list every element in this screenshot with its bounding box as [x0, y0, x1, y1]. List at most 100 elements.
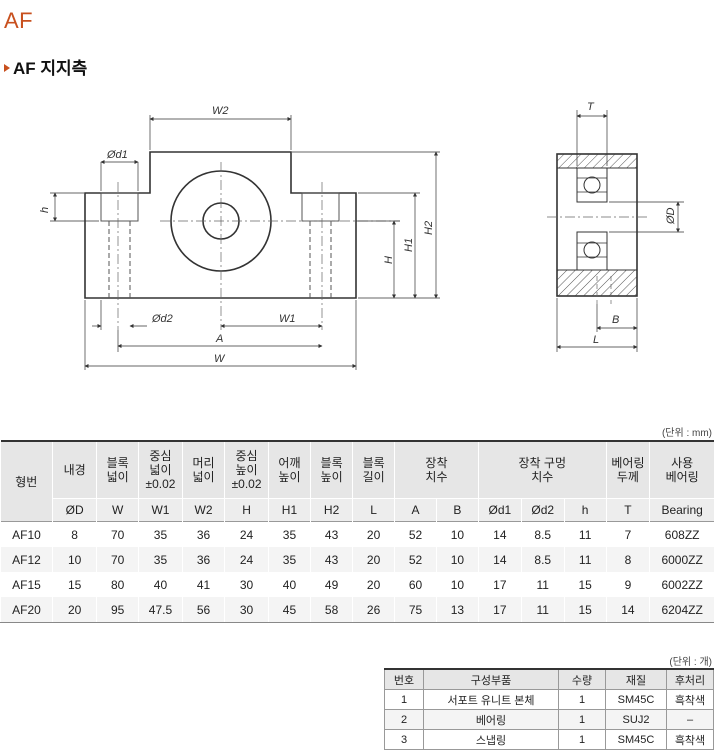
table-cell: 8.5: [520, 547, 565, 572]
table-cell: 15: [52, 572, 97, 597]
table-cell: 14: [605, 597, 650, 623]
hatch-top: [556, 153, 638, 169]
table-cell: SM45C: [605, 729, 667, 750]
table-cell: 10: [435, 547, 479, 572]
table-cell: 6000ZZ: [649, 547, 714, 572]
table-cell: 10: [435, 521, 479, 547]
bullet-triangle-icon: [4, 64, 10, 72]
label-H: H: [383, 256, 395, 264]
table-cell: 20: [352, 521, 395, 547]
block-outline: [84, 151, 357, 299]
model-cell: AF20: [0, 597, 53, 623]
table-cell: 6002ZZ: [649, 572, 714, 597]
section-title-text: AF 지지측: [13, 59, 88, 78]
table-cell: 베어링: [423, 709, 559, 730]
table-cell: 1: [558, 729, 606, 750]
side-dimensions: [556, 110, 684, 352]
section-title: AF 지지측: [4, 54, 87, 79]
table-cell: 95: [96, 597, 139, 623]
side-view: [547, 153, 647, 304]
header-model: 형번: [0, 440, 53, 522]
parts-header: 수량: [558, 668, 606, 690]
table-cell: 13: [435, 597, 479, 623]
table-cell: 35: [267, 547, 311, 572]
label-W: W: [214, 353, 226, 365]
table-cell: SUJ2: [605, 709, 667, 730]
sub-header: h: [563, 498, 607, 522]
table-cell: 49: [310, 572, 353, 597]
table-cell: 7: [605, 521, 650, 547]
ball-top: [583, 176, 601, 194]
sub-header: B: [435, 498, 479, 522]
table-cell: 43: [310, 547, 353, 572]
table-cell: 24: [224, 547, 269, 572]
table-cell: 14: [477, 547, 522, 572]
sub-header: Ød1: [477, 498, 522, 522]
table-cell: 8: [605, 547, 650, 572]
table-cell: 20: [352, 572, 395, 597]
table-cell: 70: [96, 547, 139, 572]
table-cell: 2: [384, 709, 424, 730]
table-cell: 서포트 유니트 본체: [423, 689, 559, 710]
parts-header: 번호: [384, 668, 424, 690]
table-cell: 60: [394, 572, 437, 597]
table-cell: 10: [435, 572, 479, 597]
table-cell: 11: [563, 547, 607, 572]
table-cell: 스냅링: [423, 729, 559, 750]
spec-unit-label: (단위 : mm): [661, 428, 712, 439]
table-cell: 8.5: [520, 521, 565, 547]
table-cell: 36: [181, 547, 225, 572]
table-cell: 52: [394, 521, 437, 547]
sub-header: W: [96, 498, 139, 522]
table-cell: 17: [477, 572, 522, 597]
table-cell: 11: [520, 597, 565, 623]
sub-header: W2: [181, 498, 225, 522]
table-cell: 52: [394, 547, 437, 572]
sub-header: Bearing: [649, 498, 714, 522]
ball-bottom: [583, 241, 601, 259]
table-cell: 8: [52, 521, 97, 547]
table-cell: 17: [477, 597, 522, 623]
table-cell: 47.5: [138, 597, 183, 623]
sub-header: ØD: [52, 498, 97, 522]
label-d2: Ød2: [151, 313, 173, 325]
sub-header: W1: [138, 498, 183, 522]
parts-header: 재질: [605, 668, 667, 690]
table-cell: 43: [310, 521, 353, 547]
table-cell: 9: [605, 572, 650, 597]
front-view: [84, 151, 400, 330]
sub-header: A: [394, 498, 437, 522]
table-cell: 20: [52, 597, 97, 623]
table-cell: 20: [352, 547, 395, 572]
hatch-bottom: [556, 269, 638, 297]
label-L: L: [593, 334, 599, 346]
table-cell: 흑착색: [666, 689, 714, 710]
sub-header: Ød2: [520, 498, 565, 522]
table-cell: 35: [267, 521, 311, 547]
parts-header: 후처리: [666, 668, 714, 690]
label-T: T: [587, 101, 595, 113]
parts-unit-label: (단위 : 개): [669, 657, 712, 668]
model-cell: AF15: [0, 572, 53, 597]
table-cell: 36: [181, 521, 225, 547]
table-cell: 3: [384, 729, 424, 750]
page-title: AF: [4, 8, 34, 33]
sub-header: H2: [310, 498, 353, 522]
label-D: ØD: [665, 207, 677, 225]
table-cell: 56: [181, 597, 225, 623]
table-cell: 11: [563, 521, 607, 547]
sub-header: H: [224, 498, 269, 522]
